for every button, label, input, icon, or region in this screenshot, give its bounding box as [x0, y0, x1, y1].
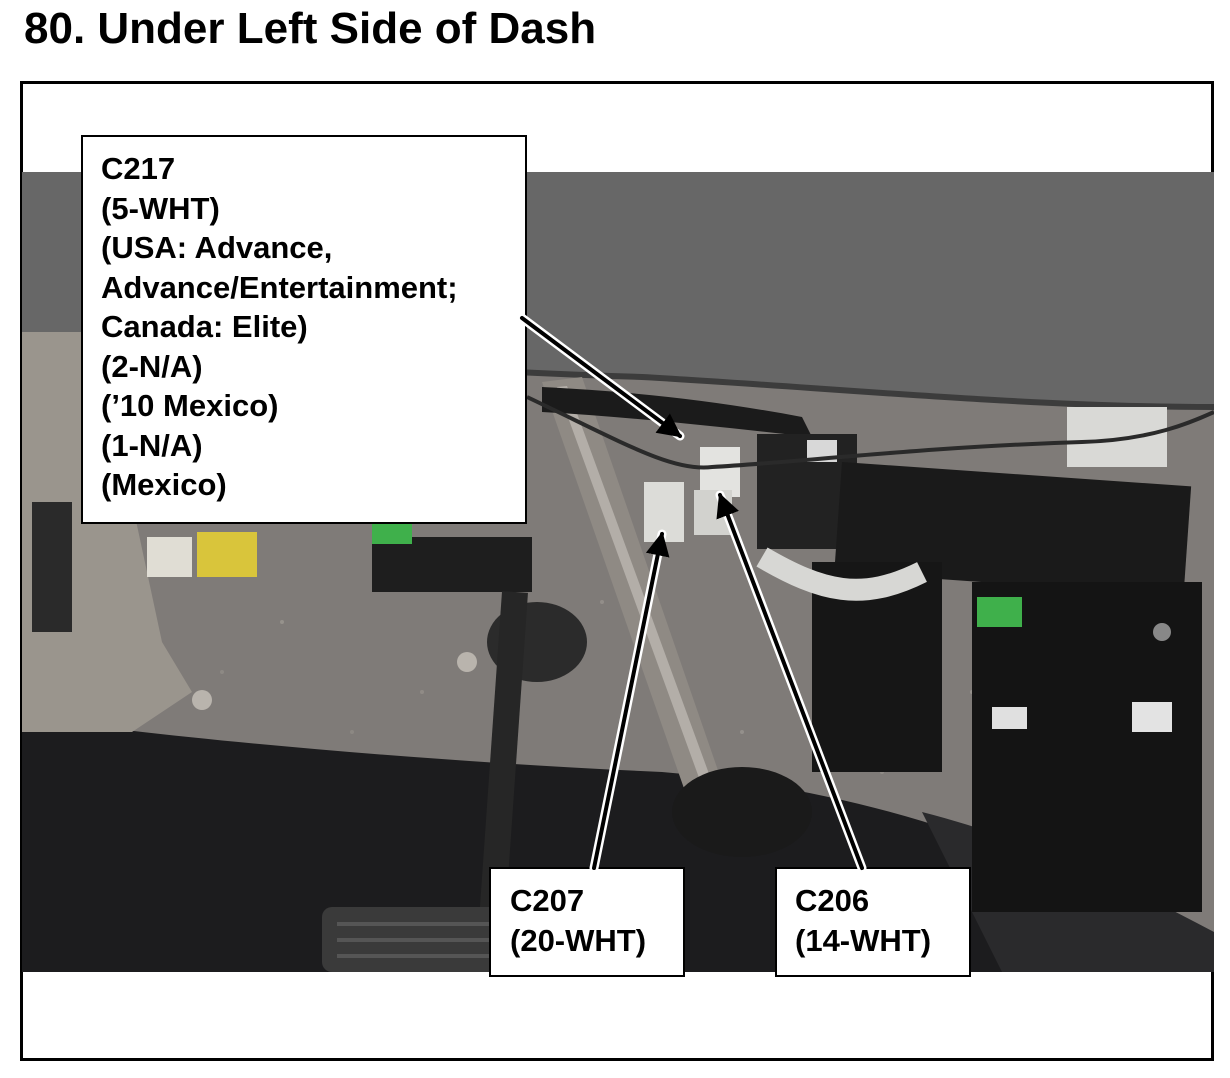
connector-c217 — [700, 447, 740, 497]
callout-line: (Mexico) — [101, 467, 227, 502]
callout-line: (5-WHT) — [101, 190, 220, 226]
callout-line: (USA: Advance, — [101, 230, 333, 265]
callout-line: Canada: Elite) — [101, 309, 308, 344]
green-connector-right — [977, 597, 1022, 627]
page-title: 80. Under Left Side of Dash — [24, 4, 597, 53]
callout-line: C207 — [510, 883, 585, 918]
upper-right-connector — [1067, 407, 1167, 467]
small-white-plug — [992, 707, 1027, 729]
small-white-plug-2 — [1132, 702, 1172, 732]
callout-line: (20-WHT) — [510, 922, 647, 958]
white-small-connector — [147, 537, 192, 577]
callout-line: Advance/Entertainment; — [101, 269, 458, 305]
thin-cable — [526, 395, 1214, 470]
connector-c207 — [644, 482, 684, 542]
callout-line: (2-N/A) — [101, 348, 203, 384]
callout-line: C206 — [795, 883, 870, 918]
left-switch — [32, 502, 72, 632]
pedal-ridges — [337, 922, 497, 958]
bolt — [192, 690, 212, 710]
connector-c206 — [694, 490, 732, 535]
callout-c206: C206 (14-WHT) — [775, 867, 971, 977]
callout-c217: C217 (5-WHT) (USA: Advance, Advance/Ente… — [81, 135, 527, 524]
callout-line: C217 — [101, 151, 176, 186]
shaft-boot — [672, 767, 812, 857]
callout-c207: C207 (20-WHT) — [489, 867, 685, 977]
bolt — [457, 652, 477, 672]
green-clip — [372, 522, 412, 544]
yellow-connector — [197, 532, 257, 577]
callout-line: (1-N/A) — [101, 427, 203, 463]
callout-line: (’10 Mexico) — [101, 388, 279, 423]
bolt — [1153, 623, 1171, 641]
pedal-bracket — [372, 537, 532, 592]
callout-line: (14-WHT) — [795, 922, 932, 958]
brake-arm — [479, 591, 528, 923]
